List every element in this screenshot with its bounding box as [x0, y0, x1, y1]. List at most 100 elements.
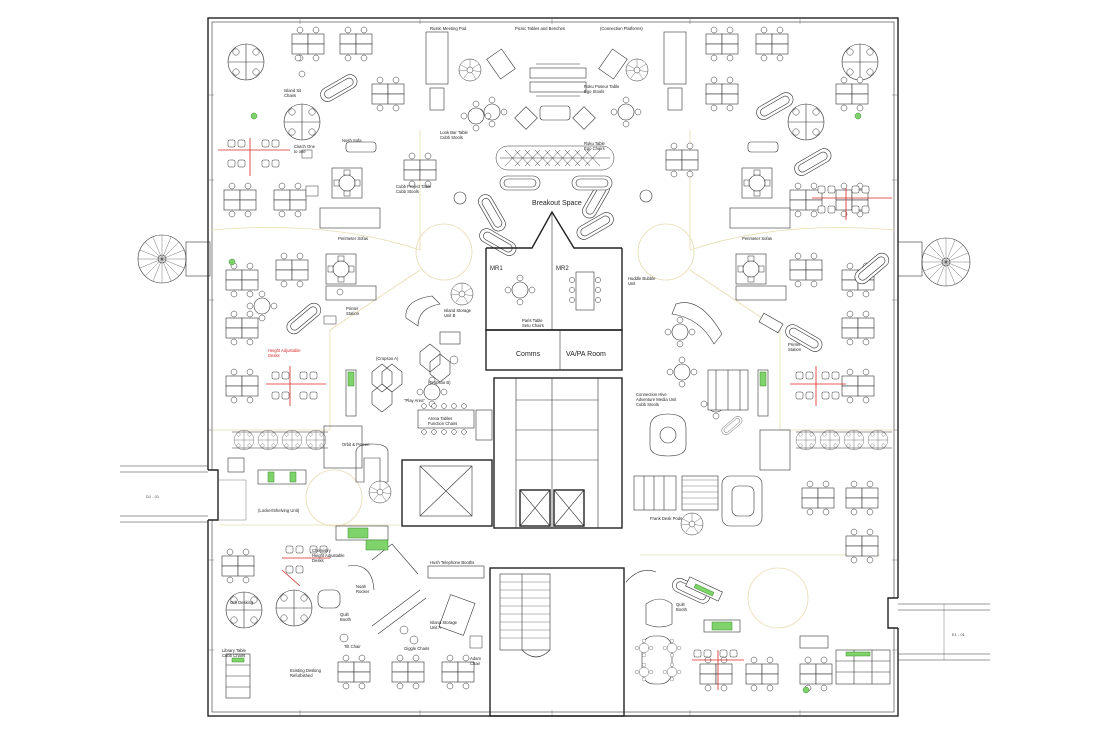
breakout-seating — [453, 175, 653, 259]
label-line: Paris Table — [522, 318, 543, 323]
right-focus-row — [795, 429, 892, 564]
label-frank-desk: Frank Desk Pods — [650, 516, 682, 521]
label-line: Roku Poseur Table — [584, 84, 620, 89]
label-line: Booth — [676, 607, 688, 612]
label-line: Desks — [312, 558, 324, 563]
label-nosh-sofa: Nosh Sofa — [342, 138, 362, 143]
label-line: Printer — [346, 306, 359, 311]
label-line: Adventure Media Unit — [636, 397, 677, 402]
central-core: MR1 MR2 Comms VA/PA Room — [401, 210, 623, 529]
central-stair — [489, 567, 625, 717]
label-perimeter-sofas-right: Perimeter Sofas — [742, 236, 772, 241]
walkway-label-d1: D1 - 01 — [146, 494, 160, 499]
walkway-label-e1: E1 - 01 — [952, 632, 966, 637]
label-line: Adam — [470, 656, 481, 661]
label-perimeter-sofas-left: Perimeter Sofas — [338, 236, 368, 241]
label-orbit: Orbit & Poteen — [342, 442, 370, 447]
left-middle-workstations — [225, 252, 377, 417]
label-line: Rocker — [356, 589, 370, 594]
label-line: Desks — [268, 353, 280, 358]
label-line: Function Chairs — [428, 421, 457, 426]
right-lower-workstations — [625, 570, 891, 694]
label-line: Station — [346, 311, 360, 316]
label-hush-booths: Hush Telephone Booths — [430, 560, 474, 565]
label-line: Refurbished — [290, 673, 313, 678]
left-lower-workstations — [221, 525, 485, 699]
spiral-stair-right — [897, 237, 971, 287]
label-line: Unit A — [430, 625, 441, 630]
label-locker: (Locker/Shelving Unit) — [258, 508, 300, 513]
library-table-right — [835, 649, 891, 685]
label-line: Setu Chairs — [522, 323, 544, 328]
label-breakout-space: Breakout Space — [532, 200, 582, 207]
label-line: Cubb Stools — [440, 135, 463, 140]
label-line: Clutch One — [294, 144, 316, 149]
label-line: Island Storage — [430, 620, 458, 625]
label-line: Huddle Bubble — [628, 276, 656, 281]
label-picnic-tables: Picnic Tables and Benches — [515, 26, 565, 31]
label-line: Quilt — [340, 612, 349, 617]
label-line: Chemistry — [312, 548, 332, 553]
label-line: Unit — [628, 281, 636, 286]
label-mr2: MR2 — [556, 266, 569, 272]
left-focus-row — [227, 425, 392, 504]
label-line: Station — [788, 347, 802, 352]
label-line: Arena Tables — [428, 416, 452, 421]
label-line: Roku Table — [584, 141, 606, 146]
label-line: Noah — [356, 584, 367, 589]
label-line: Existing Desking — [290, 668, 322, 673]
label-line: Island Storage — [444, 308, 472, 313]
label-line: Cubb Stools — [396, 189, 419, 194]
label-line: Height Adjustable — [312, 553, 345, 558]
label-line: Booth — [340, 617, 352, 622]
label-line: Unit B — [444, 313, 456, 318]
label-line: Cubb Chairs — [222, 653, 245, 658]
label-line: Island Sit — [284, 88, 302, 93]
label-comms: Comms — [516, 351, 541, 358]
label-rustic-meeting-pod: Rustic Meeting Pod — [430, 26, 467, 31]
label-line: Cubb Project Table — [396, 184, 432, 189]
label-line: Cubb Stools — [636, 402, 659, 407]
label-line: Library Table — [222, 648, 247, 653]
label-line: Chair — [470, 661, 481, 666]
centre-left-cluster — [371, 282, 493, 441]
walkway-d1: D1 - 01 — [120, 465, 247, 523]
label-line: Ego Stools — [584, 89, 604, 94]
left-upper-workstations — [218, 26, 437, 229]
label-line: Quilt — [676, 602, 685, 607]
label-orb-desking: Orb Desking — [230, 600, 254, 605]
right-upper-workstations — [665, 26, 892, 229]
label-cropsoo-a: (Cropsoo A) — [376, 356, 399, 361]
top-breakout: Rustic Meeting Pod Picnic Tables and Ben… — [425, 26, 687, 171]
centre-right-cluster — [633, 302, 791, 536]
mr2-table — [569, 271, 601, 311]
spiral-stair-left — [137, 234, 211, 284]
label-vapa: VA/PA Room — [566, 351, 606, 358]
cropsoo-a — [371, 363, 403, 413]
label-line: Printer — [788, 342, 801, 347]
label-line: Ego Chairs — [584, 146, 605, 151]
label-play-area: "Play Area" — [404, 398, 425, 403]
library-table — [225, 653, 251, 699]
label-line: Orbit & Poteen — [342, 442, 370, 447]
arena-tables — [417, 403, 475, 435]
